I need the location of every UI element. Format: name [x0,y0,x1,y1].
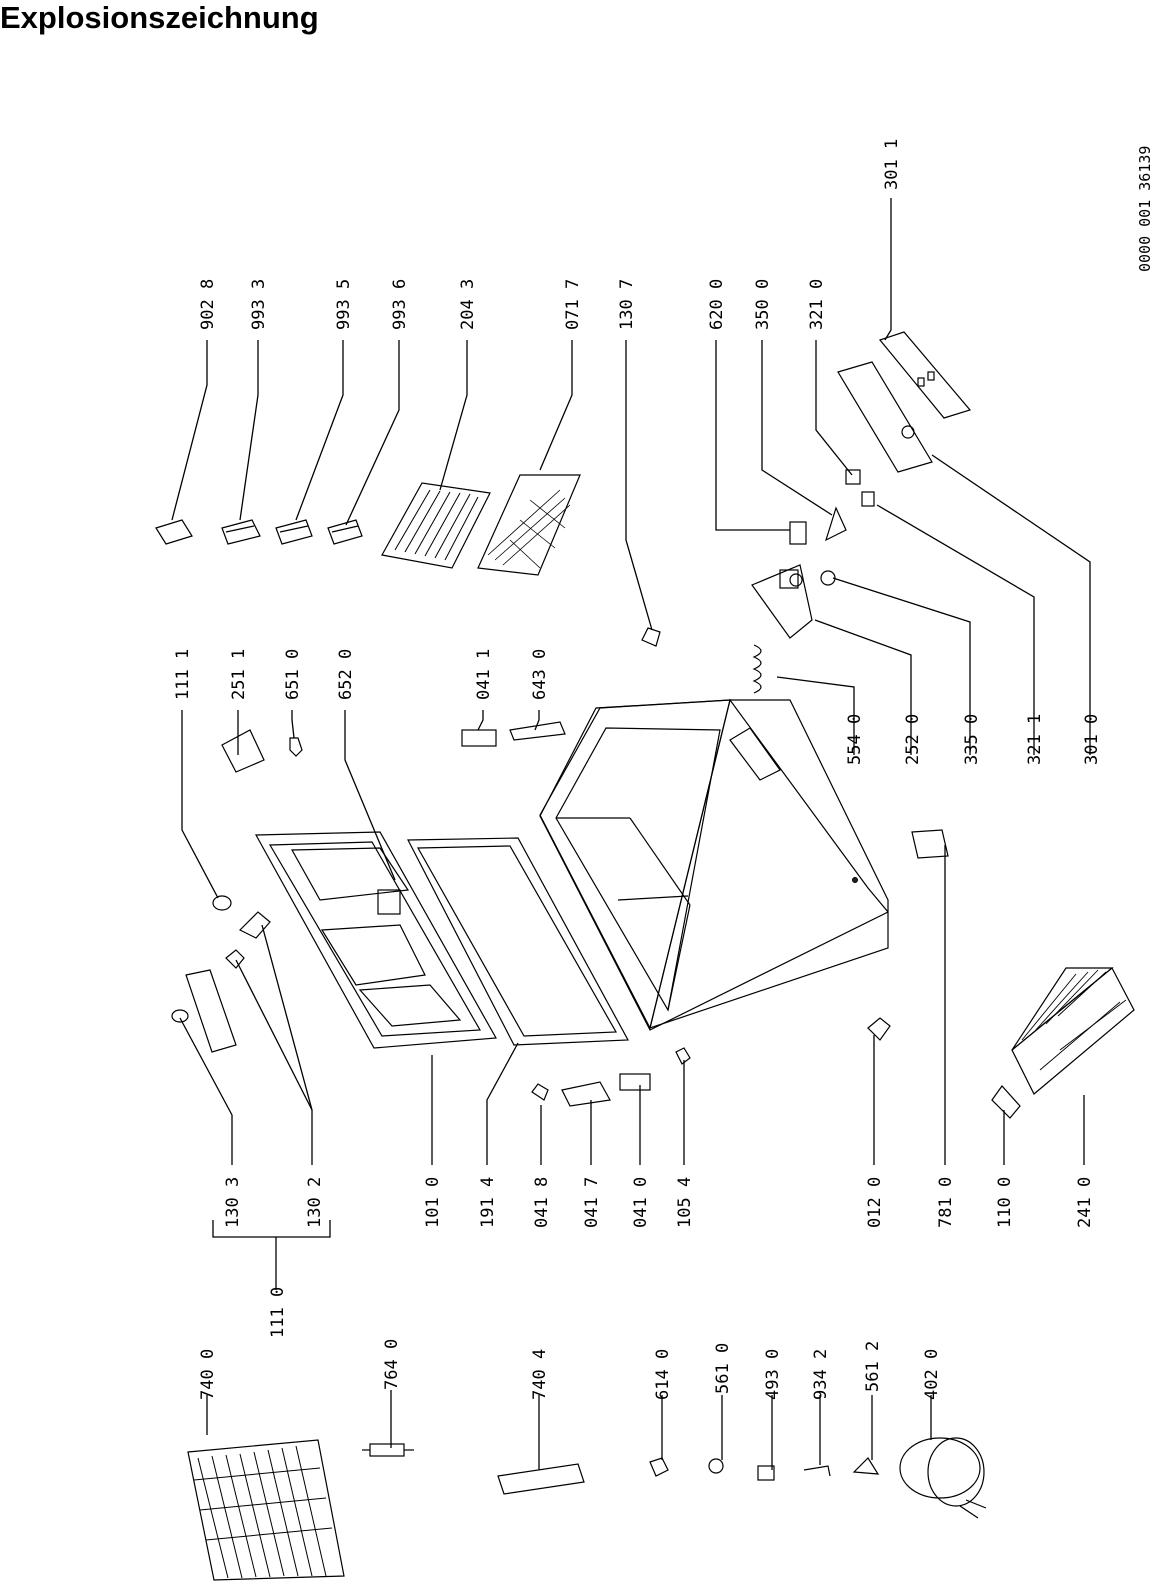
leader-lines [171,198,1091,1470]
part-label: 402 0 [922,1349,942,1400]
part-label: 071 7 [563,279,583,330]
part-label: 105 4 [675,1177,695,1228]
part-label: 614 0 [653,1349,673,1400]
part-label: 130 7 [617,279,637,330]
part-label: 643 0 [530,649,550,700]
part-label: 561 0 [713,1343,733,1394]
part-label: 350 0 [753,279,773,330]
part-drawings [155,331,1135,1581]
part-label: 041 7 [582,1177,602,1228]
part-label: 241 0 [1075,1177,1095,1228]
part-label: 041 0 [631,1177,651,1228]
part-label: 130 3 [223,1177,243,1228]
part-label: 321 1 [1025,714,1045,765]
part-label: 012 0 [865,1177,885,1228]
part-label: 252 0 [903,714,923,765]
part-label: 934 2 [811,1349,831,1400]
part-label: 041 1 [474,649,494,700]
part-label: 764 0 [382,1339,402,1390]
part-label: 652 0 [336,649,356,700]
part-label: 111 0 [268,1287,288,1338]
part-label: 335 0 [962,714,982,765]
part-label: 493 0 [763,1349,783,1400]
drawing-number: 0000 001 36139 [1136,146,1154,272]
part-label: 041 8 [532,1177,552,1228]
part-labels: 902 8 993 3 993 5 993 6 204 3 071 7 130 … [173,139,1102,1400]
part-label: 651 0 [283,649,303,700]
page-title: Explosionszeichnung [0,0,319,35]
part-label: 251 1 [229,649,249,700]
part-label: 993 6 [390,279,410,330]
part-label: 301 1 [882,139,902,190]
part-label: 620 0 [707,279,727,330]
part-label: 130 2 [305,1177,325,1228]
part-label: 301 0 [1082,714,1102,765]
part-label: 993 3 [249,279,269,330]
part-label: 111 1 [173,649,193,700]
part-label: 110 0 [995,1177,1015,1228]
part-label: 561 2 [863,1341,883,1392]
part-label: 740 4 [530,1349,550,1400]
part-label: 321 0 [807,279,827,330]
part-label: 191 4 [478,1177,498,1228]
part-label: 993 5 [334,279,354,330]
part-label: 204 3 [458,279,478,330]
part-label: 101 0 [423,1177,443,1228]
part-label: 554 0 [845,714,865,765]
part-label: 781 0 [936,1177,956,1228]
part-label: 740 0 [198,1349,218,1400]
part-label: 902 8 [198,279,218,330]
